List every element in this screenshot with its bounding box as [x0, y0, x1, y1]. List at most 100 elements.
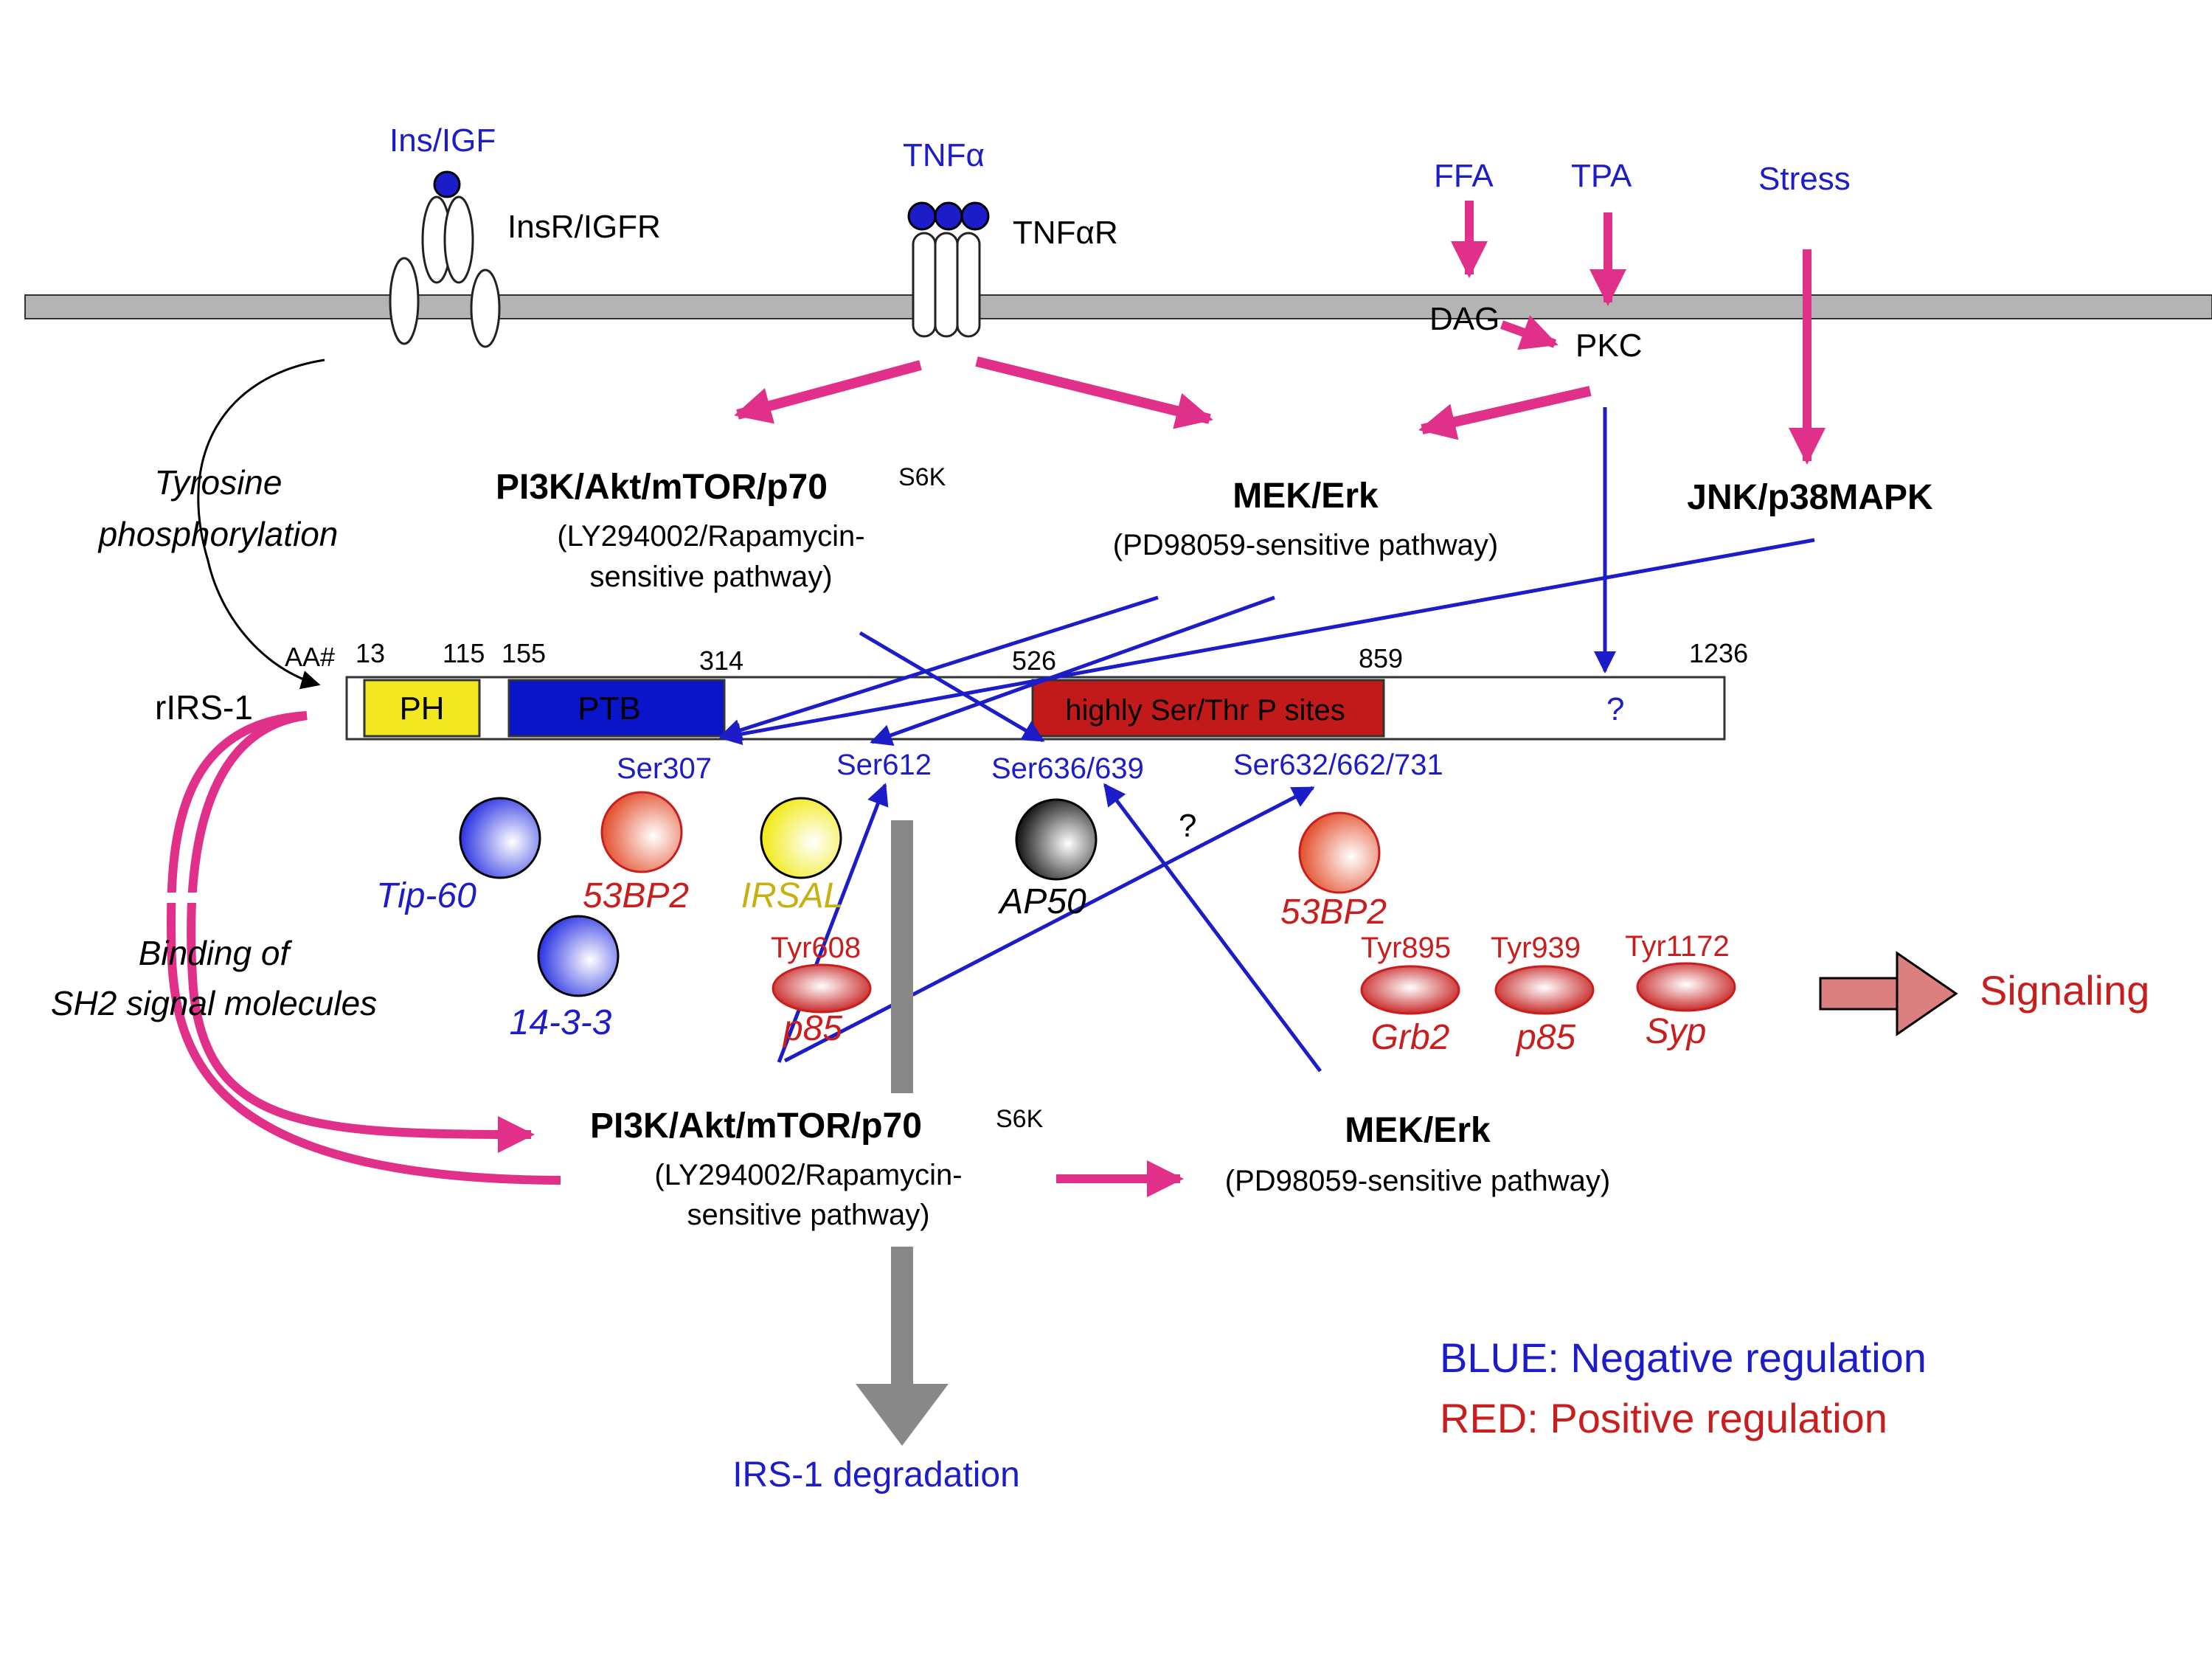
pi3k-bottom-to-ser612-arrow — [777, 783, 889, 1063]
p85-ellipse-left — [772, 963, 872, 1014]
p85-label-right: p85 — [1515, 1018, 1575, 1057]
tyr-phos-label-2: phosphorylation — [97, 515, 339, 553]
pi3k-top-sub2: sensitive pathway) — [589, 561, 832, 593]
pi3k-top-title: PI3K/Akt/mTOR/p70 — [496, 468, 828, 507]
tnf-label: TNFα — [903, 137, 985, 173]
pi3k-bottom-to-ser632-arrow — [783, 786, 1315, 1063]
53bp2-sphere-right — [1298, 811, 1381, 894]
rirs1-label: rIRS-1 — [155, 688, 253, 727]
ap50-sphere — [1015, 798, 1098, 881]
tpa-label: TPA — [1571, 158, 1632, 194]
pkc-label: PKC — [1575, 328, 1642, 364]
pi3k-bottom-sub1: (LY294002/Rapamycin- — [654, 1159, 962, 1191]
mek-top-sub: (PD98059-sensitive pathway) — [1113, 529, 1498, 561]
grb2-ellipse — [1360, 965, 1460, 1015]
sh2-binding-curve-inner — [187, 711, 535, 1153]
53bp2-label-right: 53BP2 — [1280, 893, 1387, 932]
insulin-ligand-dot — [433, 170, 461, 198]
dag-to-pkc-arrow — [1499, 315, 1559, 350]
signaling-arrow — [1819, 951, 1958, 1036]
tyr1172-label: Tyr1172 — [1625, 930, 1730, 963]
signaling-label: Signaling — [1980, 967, 2149, 1014]
legend-blue: BLUE: Negative regulation — [1440, 1334, 1927, 1381]
pkc-to-mek-arrow — [1418, 386, 1592, 440]
binding-label-2: SH2 signal molecules — [51, 984, 377, 1022]
ser-thr-domain-label: highly Ser/Thr P sites — [1065, 694, 1345, 727]
ptb-domain — [507, 679, 726, 738]
stress-label: Stress — [1758, 161, 1851, 197]
tyr608-label: Tyr608 — [771, 932, 861, 964]
binding-label-1: Binding of — [139, 934, 293, 972]
tyr939-label: Tyr939 — [1491, 932, 1581, 964]
p85-ellipse-right — [1494, 965, 1595, 1015]
tyr-phos-label-1: Tyrosine — [155, 463, 282, 502]
jnk-label: JNK/p38MAPK — [1687, 478, 1933, 517]
jnk-to-ser307-arrow — [719, 538, 1815, 745]
ph-domain — [363, 679, 481, 738]
ser307-label: Ser307 — [617, 752, 712, 785]
degradation-label: IRS-1 degradation — [732, 1455, 1020, 1495]
mek-to-ser307-arrow — [719, 595, 1159, 741]
pi3k-top-sub1: (LY294002/Rapamycin- — [557, 520, 864, 553]
pi3k-bottom-sup: S6K — [996, 1105, 1044, 1133]
aa-pos-314: 314 — [699, 645, 743, 676]
aa-pos-13: 13 — [356, 638, 385, 668]
tip60-sphere — [459, 797, 541, 879]
tnf-to-pi3k-arrow — [734, 360, 922, 424]
aa-pos-526: 526 — [1012, 645, 1056, 676]
grb2-label: Grb2 — [1371, 1018, 1450, 1057]
insr-label: InsR/IGFR — [507, 209, 661, 245]
tnf-to-mek-arrow — [975, 356, 1213, 429]
aa-pos-115: 115 — [443, 638, 485, 668]
mek-bottom-title: MEK/Erk — [1345, 1111, 1491, 1150]
aa-position-labels: 13 115 155 314 526 859 1236 — [356, 638, 1748, 676]
cell-membrane — [24, 294, 2212, 319]
tnf-ligand-dots — [907, 201, 990, 231]
tnfr-label: TNFαR — [1013, 215, 1118, 251]
dag-label: DAG — [1429, 301, 1499, 337]
irsal-label: IRSAL — [741, 876, 844, 915]
degradation-arrowhead — [856, 1384, 949, 1446]
tyr-phos-curve — [197, 359, 325, 690]
53bp2-sphere-left — [600, 791, 683, 873]
ptb-domain-label: PTB — [578, 690, 641, 727]
mek-bottom-to-ser636-arrow — [1103, 783, 1322, 1073]
tnf-receptor — [912, 232, 981, 338]
pi3k-top-sup: S6K — [898, 463, 946, 491]
mek-bottom-sub: (PD98059-sensitive pathway) — [1225, 1165, 1610, 1197]
aa-label: AA# — [285, 642, 335, 672]
ins-igf-label: Ins/IGF — [389, 122, 496, 159]
irsal-sphere — [760, 797, 842, 879]
degradation-shaft-lower — [891, 1247, 913, 1391]
pi3k-bottom-title: PI3K/Akt/mTOR/p70 — [590, 1106, 922, 1146]
ap50-label: AP50 — [997, 882, 1086, 921]
syp-label: Syp — [1646, 1012, 1707, 1051]
negative-regulation-arrows — [719, 407, 1815, 1073]
ph-domain-label: PH — [399, 690, 444, 727]
mek-to-ser612-arrow — [870, 595, 1275, 746]
14-3-3-sphere — [537, 915, 620, 997]
legend-red: RED: Positive regulation — [1440, 1395, 1887, 1441]
aa-pos-1236: 1236 — [1689, 638, 1748, 668]
tyr895-label: Tyr895 — [1361, 932, 1451, 964]
degradation-shaft-upper — [891, 820, 913, 1093]
syp-ellipse — [1636, 962, 1736, 1012]
curve-gap-mask — [155, 893, 199, 903]
question-mark-label: ? — [1179, 808, 1196, 844]
53bp2-label-left: 53BP2 — [583, 876, 689, 915]
aa-pos-859: 859 — [1359, 643, 1403, 673]
mek-top-title: MEK/Erk — [1232, 477, 1379, 516]
p85-label-left: p85 — [782, 1009, 842, 1048]
tip60-label: Tip-60 — [376, 876, 476, 915]
pi3k-bottom-sub2: sensitive pathway) — [687, 1199, 929, 1231]
ser612-label: Ser612 — [836, 749, 932, 781]
ser-thr-domain — [1031, 679, 1385, 738]
14-3-3-label: 14-3-3 — [510, 1003, 612, 1042]
ffa-label: FFA — [1434, 158, 1494, 194]
aa-pos-155: 155 — [502, 638, 546, 668]
unknown-site-label: ? — [1606, 691, 1624, 727]
insr-receptor — [389, 195, 501, 348]
pi3k-to-ser636-arrow — [859, 631, 1045, 743]
ser632-label: Ser632/662/731 — [1233, 749, 1443, 781]
